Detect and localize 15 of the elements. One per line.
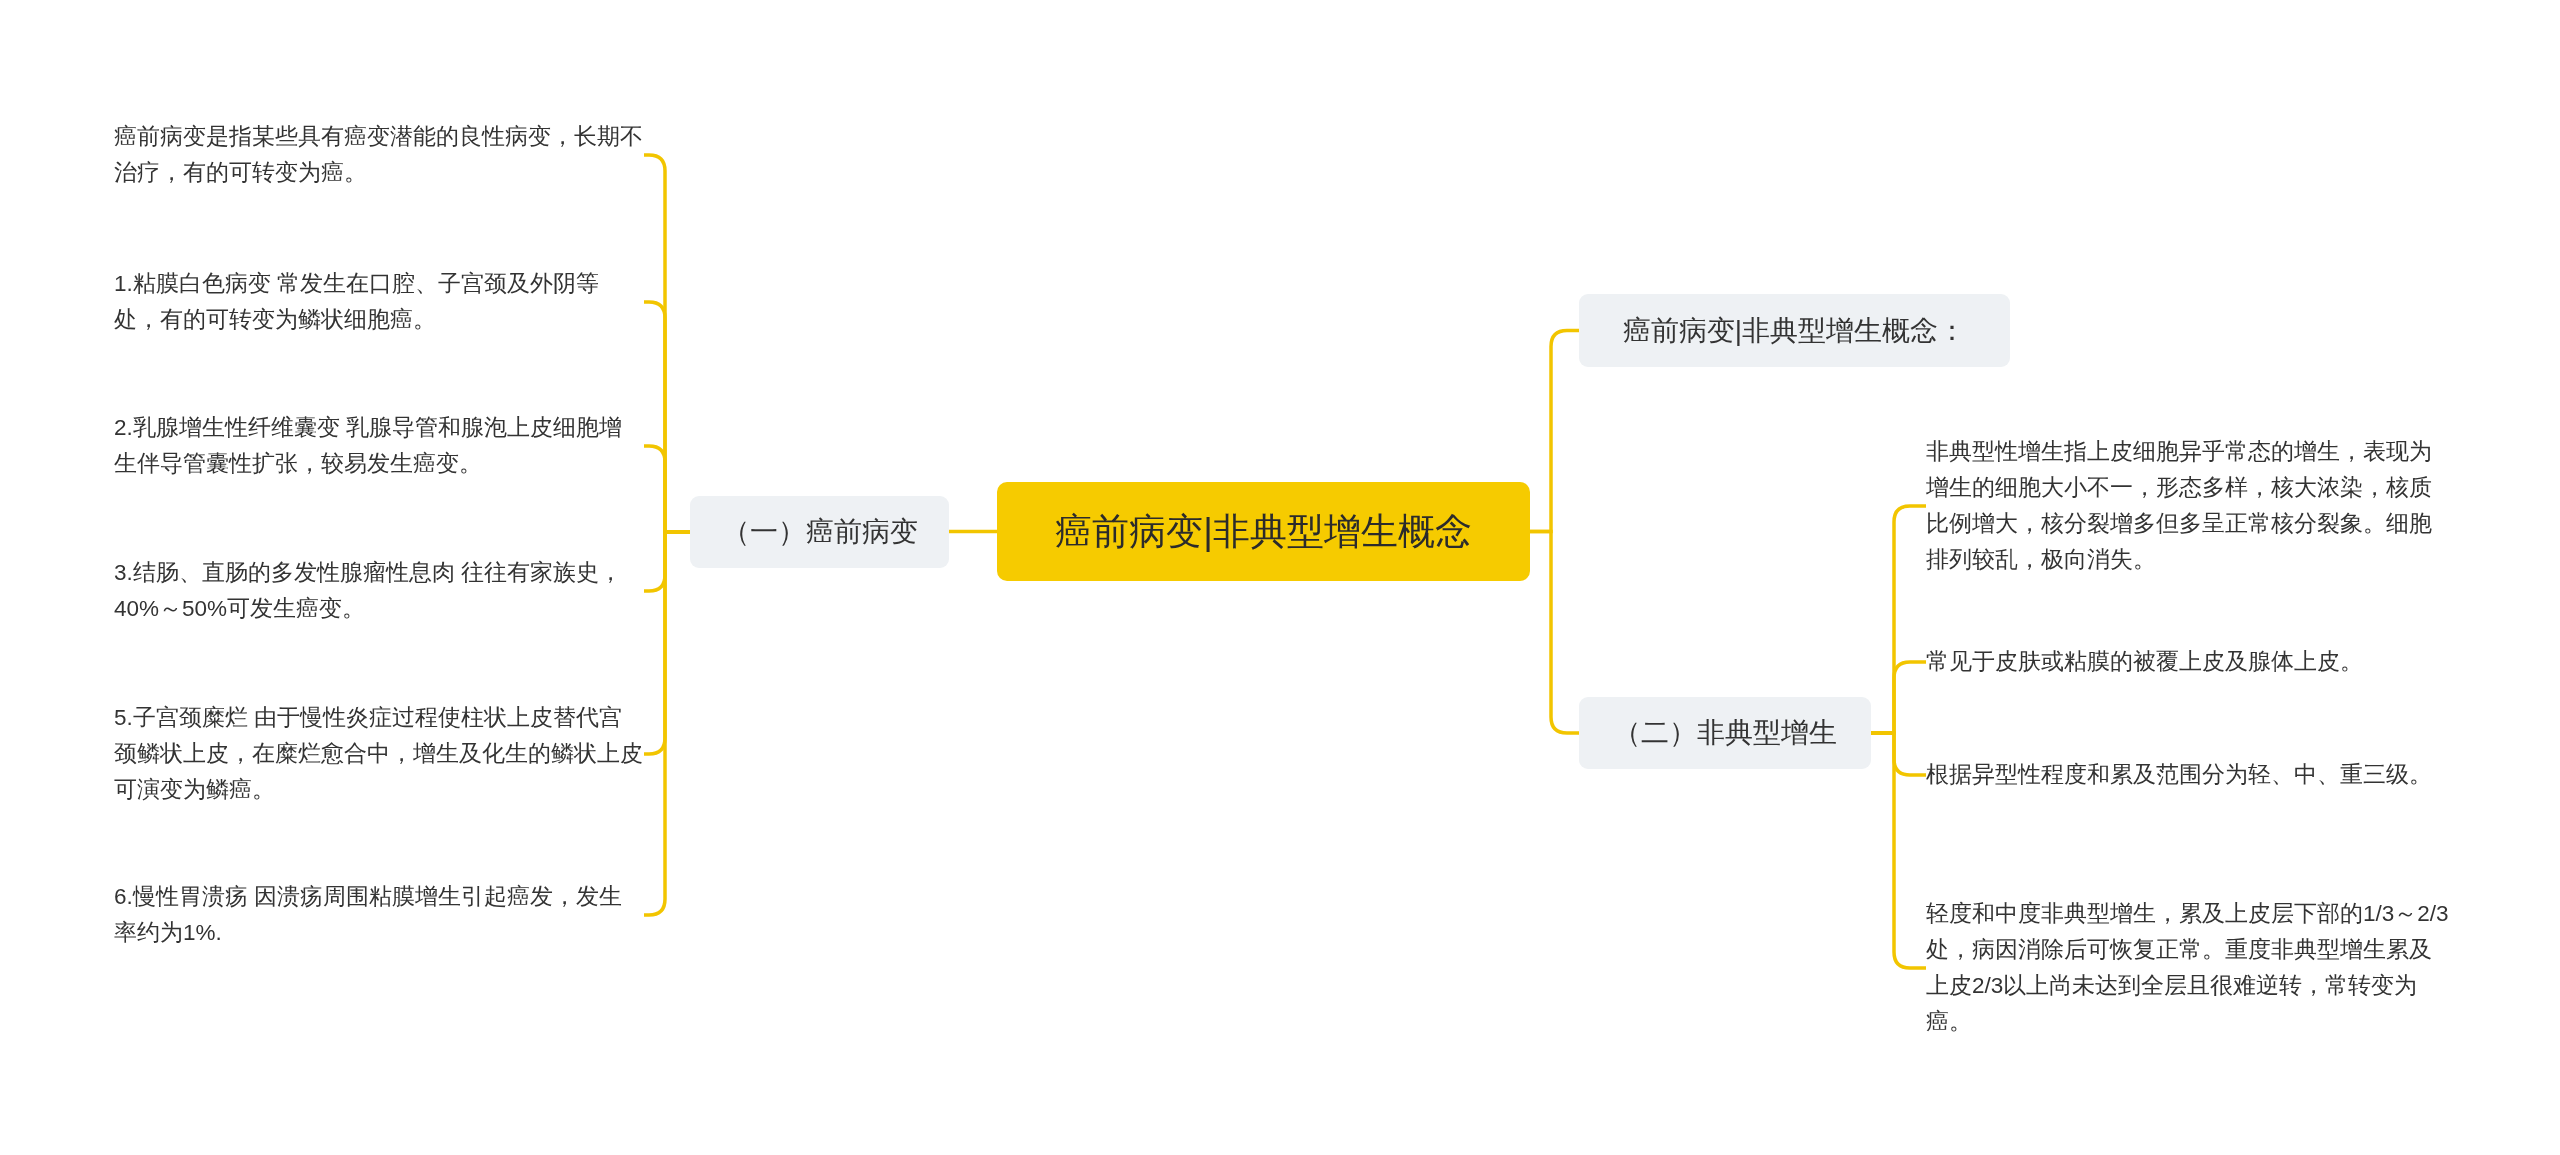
central-topic: 癌前病变|非典型增生概念 bbox=[997, 482, 1530, 581]
text-note: 常见于皮肤或粘膜的被覆上皮及腺体上皮。 bbox=[1926, 648, 2364, 676]
text-note: 癌前病变是指某些具有癌变潜能的良性病变，长期不治疗，有的可转变为癌。 bbox=[114, 123, 644, 187]
text-note: 非典型性增生指上皮细胞异乎常态的增生，表现为增生的细胞大小不一，形态多样，核大浓染，核质比例增大，核分裂增多但多呈正常核分裂象。细胞排列较乱，极向消失。 bbox=[1926, 438, 2433, 574]
topic-box: 癌前病变|非典型增生概念： bbox=[1579, 294, 2010, 367]
text-note: 3.结肠、直肠的多发性腺瘤性息肉 往往有家族史，40%～50%可发生癌变。 bbox=[114, 559, 624, 623]
connector-line bbox=[949, 529, 997, 534]
topic-box: （二）非典型增生 bbox=[1579, 697, 1871, 769]
text-note: 6.慢性胃溃疡 因溃疡周围粘膜增生引起癌发，发生率约为1%. bbox=[114, 883, 624, 947]
text-note: 1.粘膜白色病变 常发生在口腔、子宫颈及外阴等处，有的可转变为鳞状细胞癌。 bbox=[114, 270, 601, 334]
text-note: 5.子宫颈糜烂 由于慢性炎症过程使柱状上皮替代宫颈鳞状上皮，在糜烂愈合中，增生及化生的鳞状上皮可演变为鳞癌。 bbox=[114, 704, 644, 804]
text-note: 根据异型性程度和累及范围分为轻、中、重三级。 bbox=[1926, 761, 2433, 789]
text-note: 2.乳腺增生性纤维囊变 乳腺导管和腺泡上皮细胞增生伴导管囊性扩张，较易发生癌变。 bbox=[114, 414, 624, 478]
text-note: 轻度和中度非典型增生，累及上皮层下部的1/3～2/3处，病因消除后可恢复正常。重度非典型增生累及上皮2/3以上尚未达到全层且很难逆转，常转变为癌。 bbox=[1926, 900, 2450, 1036]
topic-box: （一）癌前病变 bbox=[690, 496, 949, 568]
